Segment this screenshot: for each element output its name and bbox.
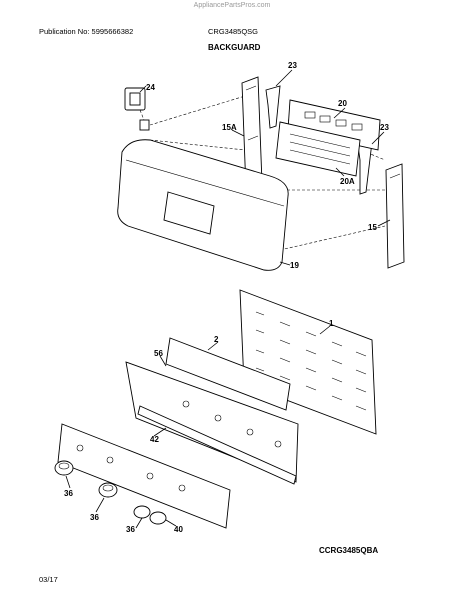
callout-56: 56: [154, 349, 163, 358]
callout-2: 2: [214, 335, 219, 344]
end-cap-right-15: [385, 163, 405, 269]
callout-19: 19: [290, 261, 299, 270]
front-shield-2: [165, 337, 291, 411]
callout-36: 36: [64, 489, 73, 498]
site-watermark: AppliancePartsPros.com: [193, 2, 271, 9]
model-number: CRG3485QSG: [208, 27, 259, 36]
overlay-20a: [275, 121, 361, 177]
rail-42: [137, 405, 297, 485]
back-panel-1: [239, 289, 377, 435]
section-title: BACKGUARD: [208, 43, 261, 52]
callout-42: 42: [150, 435, 159, 444]
callout-36: 36: [126, 525, 135, 534]
callout-36: 36: [90, 513, 99, 522]
callout-20a: 20A: [340, 177, 355, 186]
control-board-20: [287, 99, 381, 151]
callout-15: 15: [368, 223, 377, 232]
end-cap-left-15a: [241, 76, 263, 191]
publication-number: Publication No: 5995666382: [39, 27, 134, 36]
knob-36-a: [54, 460, 74, 476]
switch-part-24: [124, 87, 150, 131]
callout-15a: 15A: [222, 123, 237, 132]
diagram-code: CCRG3485QBA: [319, 546, 379, 555]
bracket-left-23: [265, 85, 281, 129]
bracket-right-23: [357, 141, 373, 195]
callout-24: 24: [146, 83, 155, 92]
callout-23: 23: [288, 61, 297, 70]
knob-36-b: [98, 482, 118, 498]
knob-36-c: [133, 505, 167, 525]
callout-1: 1: [329, 319, 334, 328]
backguard-panel-19: [117, 139, 289, 271]
revision-date: 03/17: [39, 575, 58, 584]
control-panel-40: [57, 423, 231, 529]
callout-20: 20: [338, 99, 347, 108]
manifold-panel-56: [125, 361, 299, 483]
callout-40: 40: [174, 525, 183, 534]
callout-23: 23: [380, 123, 389, 132]
